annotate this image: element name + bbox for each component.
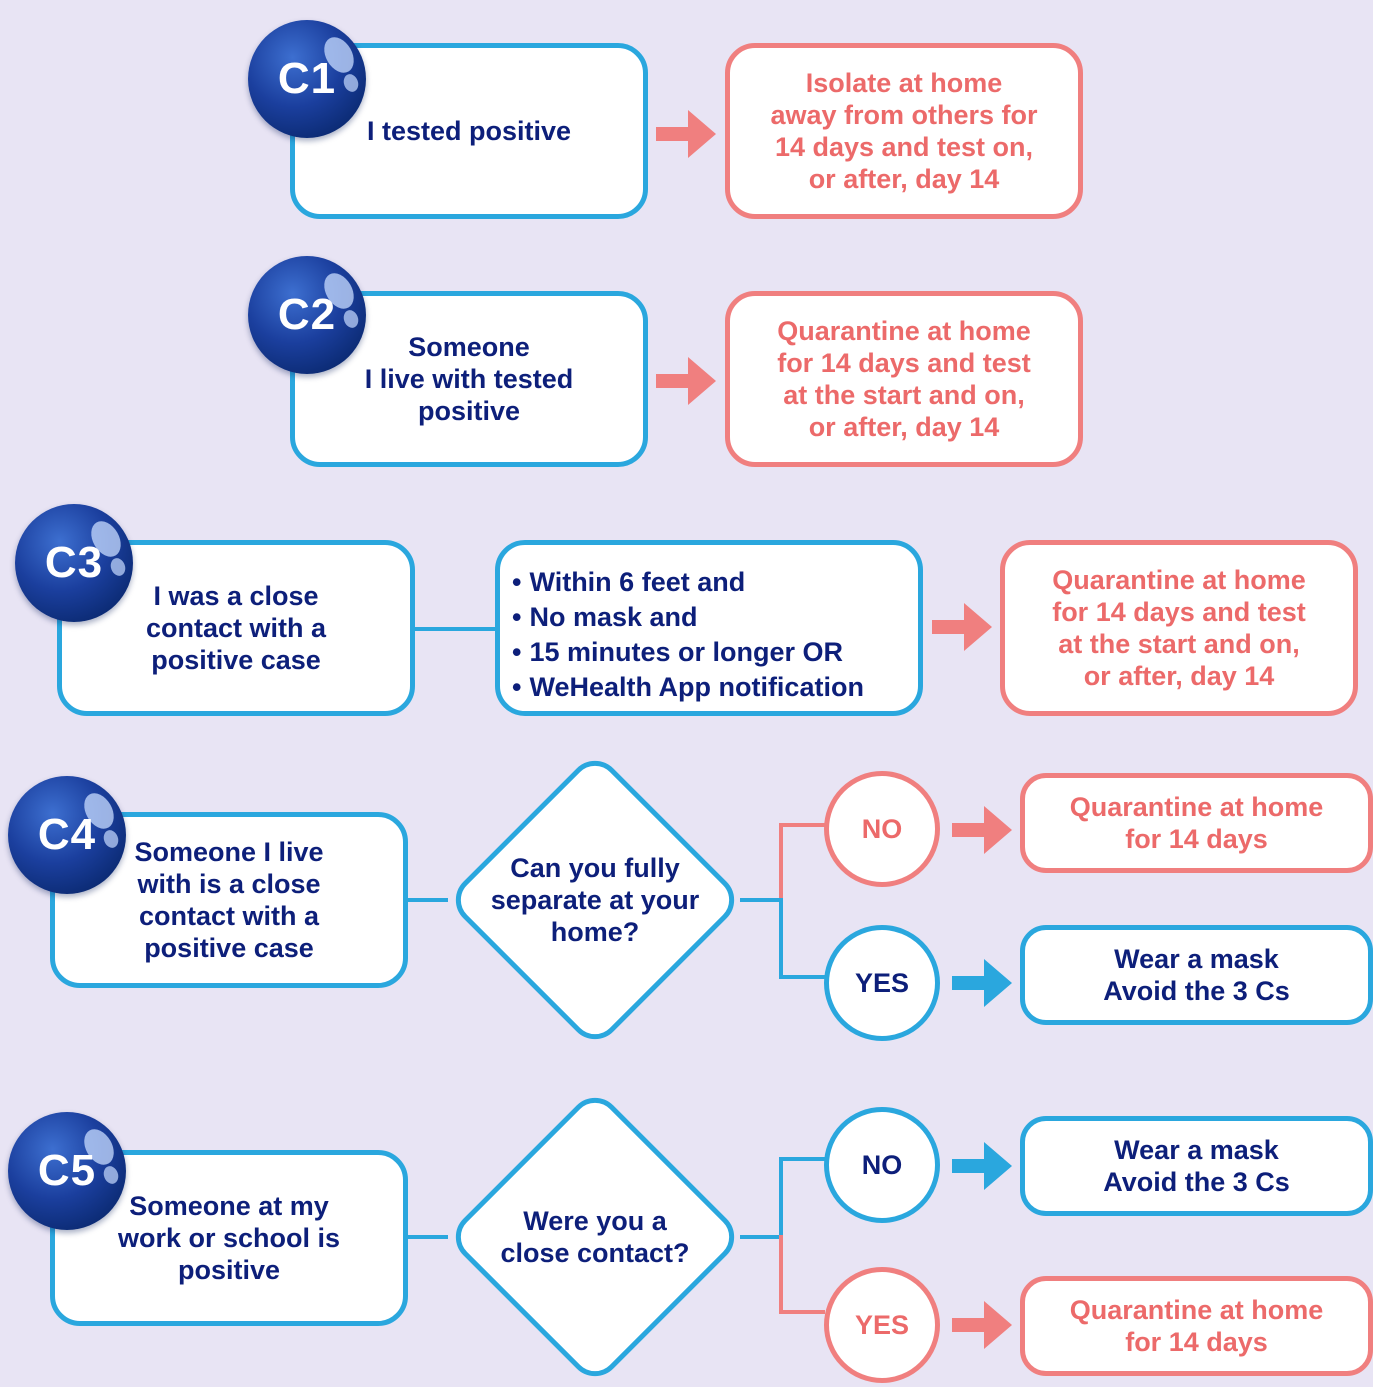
c5-no-action-text: Wear a mask Avoid the 3 Cs bbox=[1103, 1135, 1290, 1197]
criteria-item: 15 minutes or longer OR bbox=[512, 635, 908, 670]
criteria-item: Within 6 feet and bbox=[512, 565, 908, 600]
c4-yes-circle: YES bbox=[824, 925, 940, 1041]
c4-branch-down bbox=[779, 898, 783, 978]
c3-criteria-box: Within 6 feet and No mask and 15 minutes… bbox=[495, 540, 923, 716]
c5-no-circle: NO bbox=[824, 1107, 940, 1223]
c4-no-action-box: Quarantine at home for 14 days bbox=[1020, 773, 1373, 873]
c5-branch-up bbox=[779, 1159, 783, 1237]
c1-situation-text: I tested positive bbox=[366, 116, 572, 146]
c4-no-arrow-icon bbox=[952, 806, 1012, 854]
c5-branch-down bbox=[779, 1235, 783, 1313]
c2-arrow-icon bbox=[656, 357, 716, 405]
c5-yes-arrow-icon bbox=[952, 1301, 1012, 1349]
c4-branch-stem bbox=[740, 898, 782, 902]
criteria-item: WeHealth App notification bbox=[512, 670, 908, 705]
c2-action-box: Quarantine at home for 14 days and test … bbox=[725, 291, 1083, 467]
c1-badge: C1 bbox=[248, 20, 366, 138]
c5-question-text: Were you a close contact? bbox=[500, 1206, 690, 1268]
c3-connector-line bbox=[415, 627, 497, 631]
c1-action-text: Isolate at home away from others for 14 … bbox=[770, 68, 1038, 194]
c4-branch-no bbox=[779, 823, 825, 827]
c5-badge: C5 bbox=[8, 1112, 126, 1230]
c1-action-box: Isolate at home away from others for 14 … bbox=[725, 43, 1083, 219]
c5-branch-yes bbox=[779, 1310, 825, 1314]
c5-yes-action-text: Quarantine at home for 14 days bbox=[1069, 1295, 1324, 1357]
c3-criteria-list: Within 6 feet and No mask and 15 minutes… bbox=[512, 565, 908, 705]
c4-connector-line bbox=[408, 898, 448, 902]
c2-badge: C2 bbox=[248, 256, 366, 374]
c4-yes-action-text: Wear a mask Avoid the 3 Cs bbox=[1103, 944, 1290, 1006]
c2-situation-text: Someone I live with tested positive bbox=[364, 332, 574, 426]
c5-situation-box: Someone at my work or school is positive bbox=[50, 1150, 408, 1326]
c5-yes-action-box: Quarantine at home for 14 days bbox=[1020, 1276, 1373, 1376]
c5-no-action-box: Wear a mask Avoid the 3 Cs bbox=[1020, 1116, 1373, 1216]
c5-branch-stem bbox=[740, 1235, 782, 1239]
c3-situation-text: I was a close contact with a positive ca… bbox=[145, 581, 327, 675]
c4-situation-text: Someone I live with is a close contact w… bbox=[134, 837, 324, 963]
c5-yes-circle: YES bbox=[824, 1267, 940, 1383]
c3-arrow-icon bbox=[932, 603, 992, 651]
c5-no-arrow-icon bbox=[952, 1142, 1012, 1190]
c4-yes-arrow-icon bbox=[952, 959, 1012, 1007]
c4-branch-yes bbox=[779, 975, 825, 979]
c5-situation-text: Someone at my work or school is positive bbox=[117, 1191, 341, 1285]
c5-connector-line bbox=[408, 1235, 448, 1239]
c4-no-circle: NO bbox=[824, 771, 940, 887]
c4-badge: C4 bbox=[8, 776, 126, 894]
c5-branch-no bbox=[779, 1157, 825, 1161]
c4-branch-up bbox=[779, 825, 783, 900]
c2-situation-box: Someone I live with tested positive bbox=[290, 291, 648, 467]
c1-arrow-icon bbox=[656, 110, 716, 158]
c4-yes-action-box: Wear a mask Avoid the 3 Cs bbox=[1020, 925, 1373, 1025]
criteria-item: No mask and bbox=[512, 600, 908, 635]
c3-action-box: Quarantine at home for 14 days and test … bbox=[1000, 540, 1358, 716]
c3-action-text: Quarantine at home for 14 days and test … bbox=[1052, 565, 1306, 691]
c4-no-action-text: Quarantine at home for 14 days bbox=[1069, 792, 1324, 854]
c3-badge: C3 bbox=[15, 504, 133, 622]
c2-action-text: Quarantine at home for 14 days and test … bbox=[777, 316, 1031, 442]
c4-question-text: Can you fully separate at your home? bbox=[490, 853, 700, 947]
